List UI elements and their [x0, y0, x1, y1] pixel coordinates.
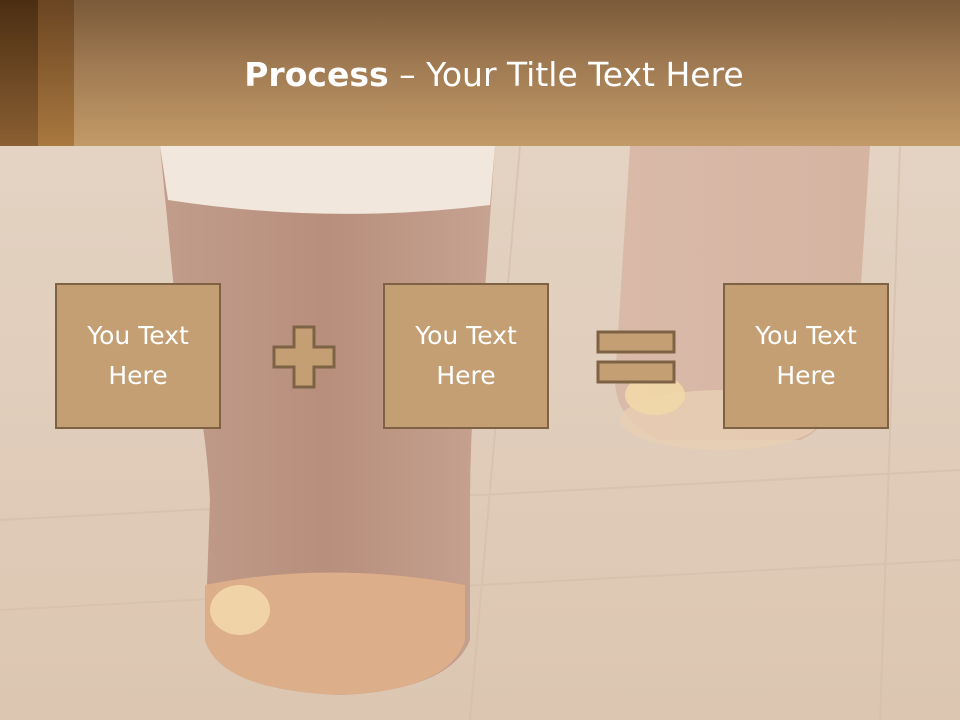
- process-box-2[interactable]: You Text Here: [383, 283, 549, 429]
- title-bold: Process: [244, 55, 389, 94]
- process-box-3-text: You Text Here: [755, 321, 857, 390]
- process-box-2-text: You Text Here: [415, 321, 517, 390]
- title-bar: Process – Your Title Text Here: [0, 0, 960, 146]
- process-box-1-text: You Text Here: [87, 321, 189, 390]
- header-accent-dark: [0, 0, 38, 146]
- plus-icon: [272, 325, 336, 389]
- slide-title[interactable]: Process – Your Title Text Here: [74, 54, 914, 96]
- process-box-3[interactable]: You Text Here: [723, 283, 889, 429]
- header-accent-mid: [38, 0, 74, 146]
- title-separator: –: [388, 55, 427, 94]
- title-rest: Your Title Text Here: [426, 55, 744, 94]
- equals-icon: [596, 330, 676, 384]
- process-box-1[interactable]: You Text Here: [55, 283, 221, 429]
